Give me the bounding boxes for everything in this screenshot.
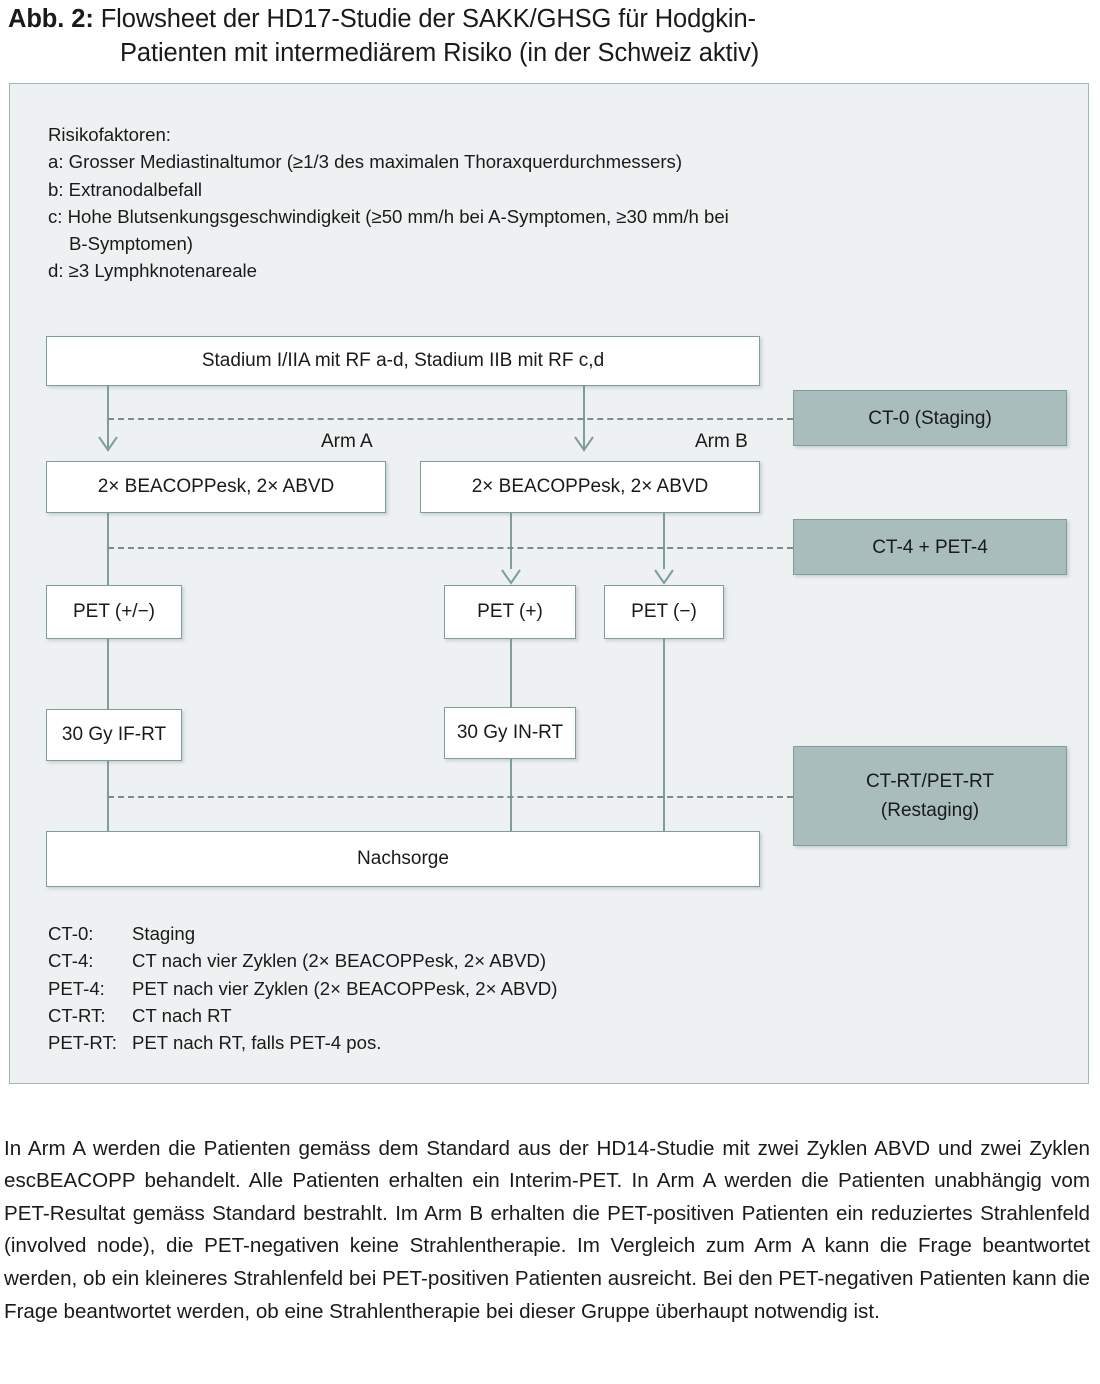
arrowhead-arm-b-pet-pos (500, 569, 522, 585)
figure-title: Abb. 2: Flowsheet der HD17-Studie der SA… (8, 2, 1092, 70)
connector-arm-a-chemo-to-pet (107, 513, 109, 585)
figure-panel: Risikofaktoren: a: Grosser Mediastinaltu… (9, 83, 1089, 1084)
legend-value: Staging (132, 923, 196, 944)
flowchart: Stadium I/IIA mit RF a-d, Stadium IIB mi… (10, 84, 1090, 1085)
connector-pet-neg-to-followup (663, 639, 665, 831)
connector-arm-b-chemo-to-pet-neg (663, 513, 665, 569)
legend-row: CT-4: CT nach vier Zyklen (2× BEACOPPesk… (48, 947, 808, 974)
legend-row: PET-4: PET nach vier Zyklen (2× BEACOPPe… (48, 975, 808, 1002)
box-pet-arm-a-label: PET (+/−) (72, 601, 155, 622)
risk-factors-heading: Risikofaktoren: (48, 124, 171, 145)
box-stage-ct4-pet4-label: CT-4 + PET-4 (872, 536, 988, 558)
abbreviation-legend: CT-0: Staging CT-4: CT nach vier Zyklen … (48, 920, 808, 1056)
box-pet-positive: PET (+) (444, 585, 576, 639)
legend-value: CT nach vier Zyklen (2× BEACOPPesk, 2× A… (132, 950, 547, 972)
legend-key: PET-4: (48, 977, 105, 999)
connector-pet-pos-to-rt (510, 639, 512, 707)
risk-factor-a: a: Grosser Mediastinaltumor (≥1/3 des ma… (48, 151, 683, 173)
arm-b-label: Arm B (695, 431, 748, 452)
risk-factor-b: b: Extranodalbefall (48, 178, 203, 200)
box-arm-b-chemo-label: 2× BEACOPPesk, 2× ABVD (471, 476, 709, 497)
risk-factor-c: c: Hohe Blutsenkungsgeschwindigkeit (≥50… (48, 205, 729, 227)
connector-arm-b-chemo-to-pet-pos (510, 513, 512, 569)
box-stage-ctrt-line2: (Restaging) (880, 800, 980, 821)
legend-key: PET-RT: (48, 1032, 117, 1054)
box-pet-arm-a: PET (+/−) (46, 585, 182, 639)
box-followup-label: Nachsorge (357, 848, 449, 869)
box-arm-a-chemo-label: 2× BEACOPPesk, 2× ABVD (97, 476, 335, 497)
risk-factors-block: Risikofaktoren: a: Grosser Mediastinaltu… (48, 121, 948, 285)
box-arm-b-chemo: 2× BEACOPPesk, 2× ABVD (420, 461, 760, 513)
figure-title-line1: Flowsheet der HD17-Studie der SAKK/GHSG … (93, 5, 756, 33)
dashed-line-ct4 (108, 547, 793, 549)
arrowhead-arm-b-pet-neg (653, 569, 675, 585)
box-rt-arm-a: 30 Gy IF-RT (46, 709, 182, 761)
arm-a-label: Arm A (321, 431, 373, 452)
dashed-line-ctrt (108, 796, 793, 798)
legend-key: CT-4: (48, 950, 94, 972)
box-arm-a-chemo: 2× BEACOPPesk, 2× ABVD (46, 461, 386, 513)
legend-row: CT-0: Staging (48, 920, 808, 947)
dashed-line-ct0 (108, 418, 793, 420)
connector-entry-to-arm-b (583, 384, 585, 451)
legend-value: CT nach RT (132, 1004, 232, 1026)
legend-key: CT-0: (48, 923, 94, 944)
box-rt-arm-b: 30 Gy IN-RT (444, 707, 576, 759)
box-pet-negative: PET (−) (604, 585, 724, 639)
risk-factor-d: d: ≥3 Lymphknotenareale (48, 260, 258, 282)
box-pet-positive-label: PET (+) (477, 601, 543, 622)
risk-factor-c-cont: B-Symptomen) (69, 233, 193, 255)
connector-entry-to-arm-a (107, 384, 109, 451)
box-stage-ct0-label: CT-0 (Staging) (868, 407, 992, 429)
figure-description-paragraph: In Arm A werden die Patienten gemäss dem… (4, 1136, 1090, 1323)
box-entry-criteria-label: Stadium I/IIA mit RF a-d, Stadium IIB mi… (201, 350, 605, 371)
box-rt-arm-b-label: 30 Gy IN-RT (456, 722, 564, 743)
box-pet-negative-label: PET (−) (631, 601, 697, 622)
connector-rt-b-to-followup (510, 759, 512, 831)
box-stage-ct0: CT-0 (Staging) (793, 390, 1067, 446)
arrowhead-entry-to-arm-a (97, 436, 119, 452)
box-followup: Nachsorge (46, 831, 760, 887)
figure-title-line2: Patienten mit intermediärem Risiko (in d… (120, 39, 760, 67)
box-rt-arm-a-label: 30 Gy IF-RT (61, 724, 167, 745)
legend-row: CT-RT: CT nach RT (48, 1002, 808, 1029)
box-stage-ct4-pet4: CT-4 + PET-4 (793, 519, 1067, 575)
box-entry-criteria: Stadium I/IIA mit RF a-d, Stadium IIB mi… (46, 336, 760, 386)
connector-pet-a-to-rt (107, 639, 109, 709)
legend-value: PET nach vier Zyklen (2× BEACOPPesk, 2× … (132, 977, 558, 999)
box-stage-ctrt-petrt: CT-RT/PET-RT (Restaging) (793, 746, 1067, 846)
box-stage-ctrt-line1: CT-RT/PET-RT (865, 771, 995, 792)
legend-value: PET nach RT, falls PET-4 pos. (132, 1032, 382, 1054)
legend-key: CT-RT: (48, 1004, 106, 1026)
arrowhead-entry-to-arm-b (573, 436, 595, 452)
legend-row: PET-RT: PET nach RT, falls PET-4 pos. (48, 1029, 808, 1056)
figure-number: Abb. 2: (8, 5, 94, 33)
